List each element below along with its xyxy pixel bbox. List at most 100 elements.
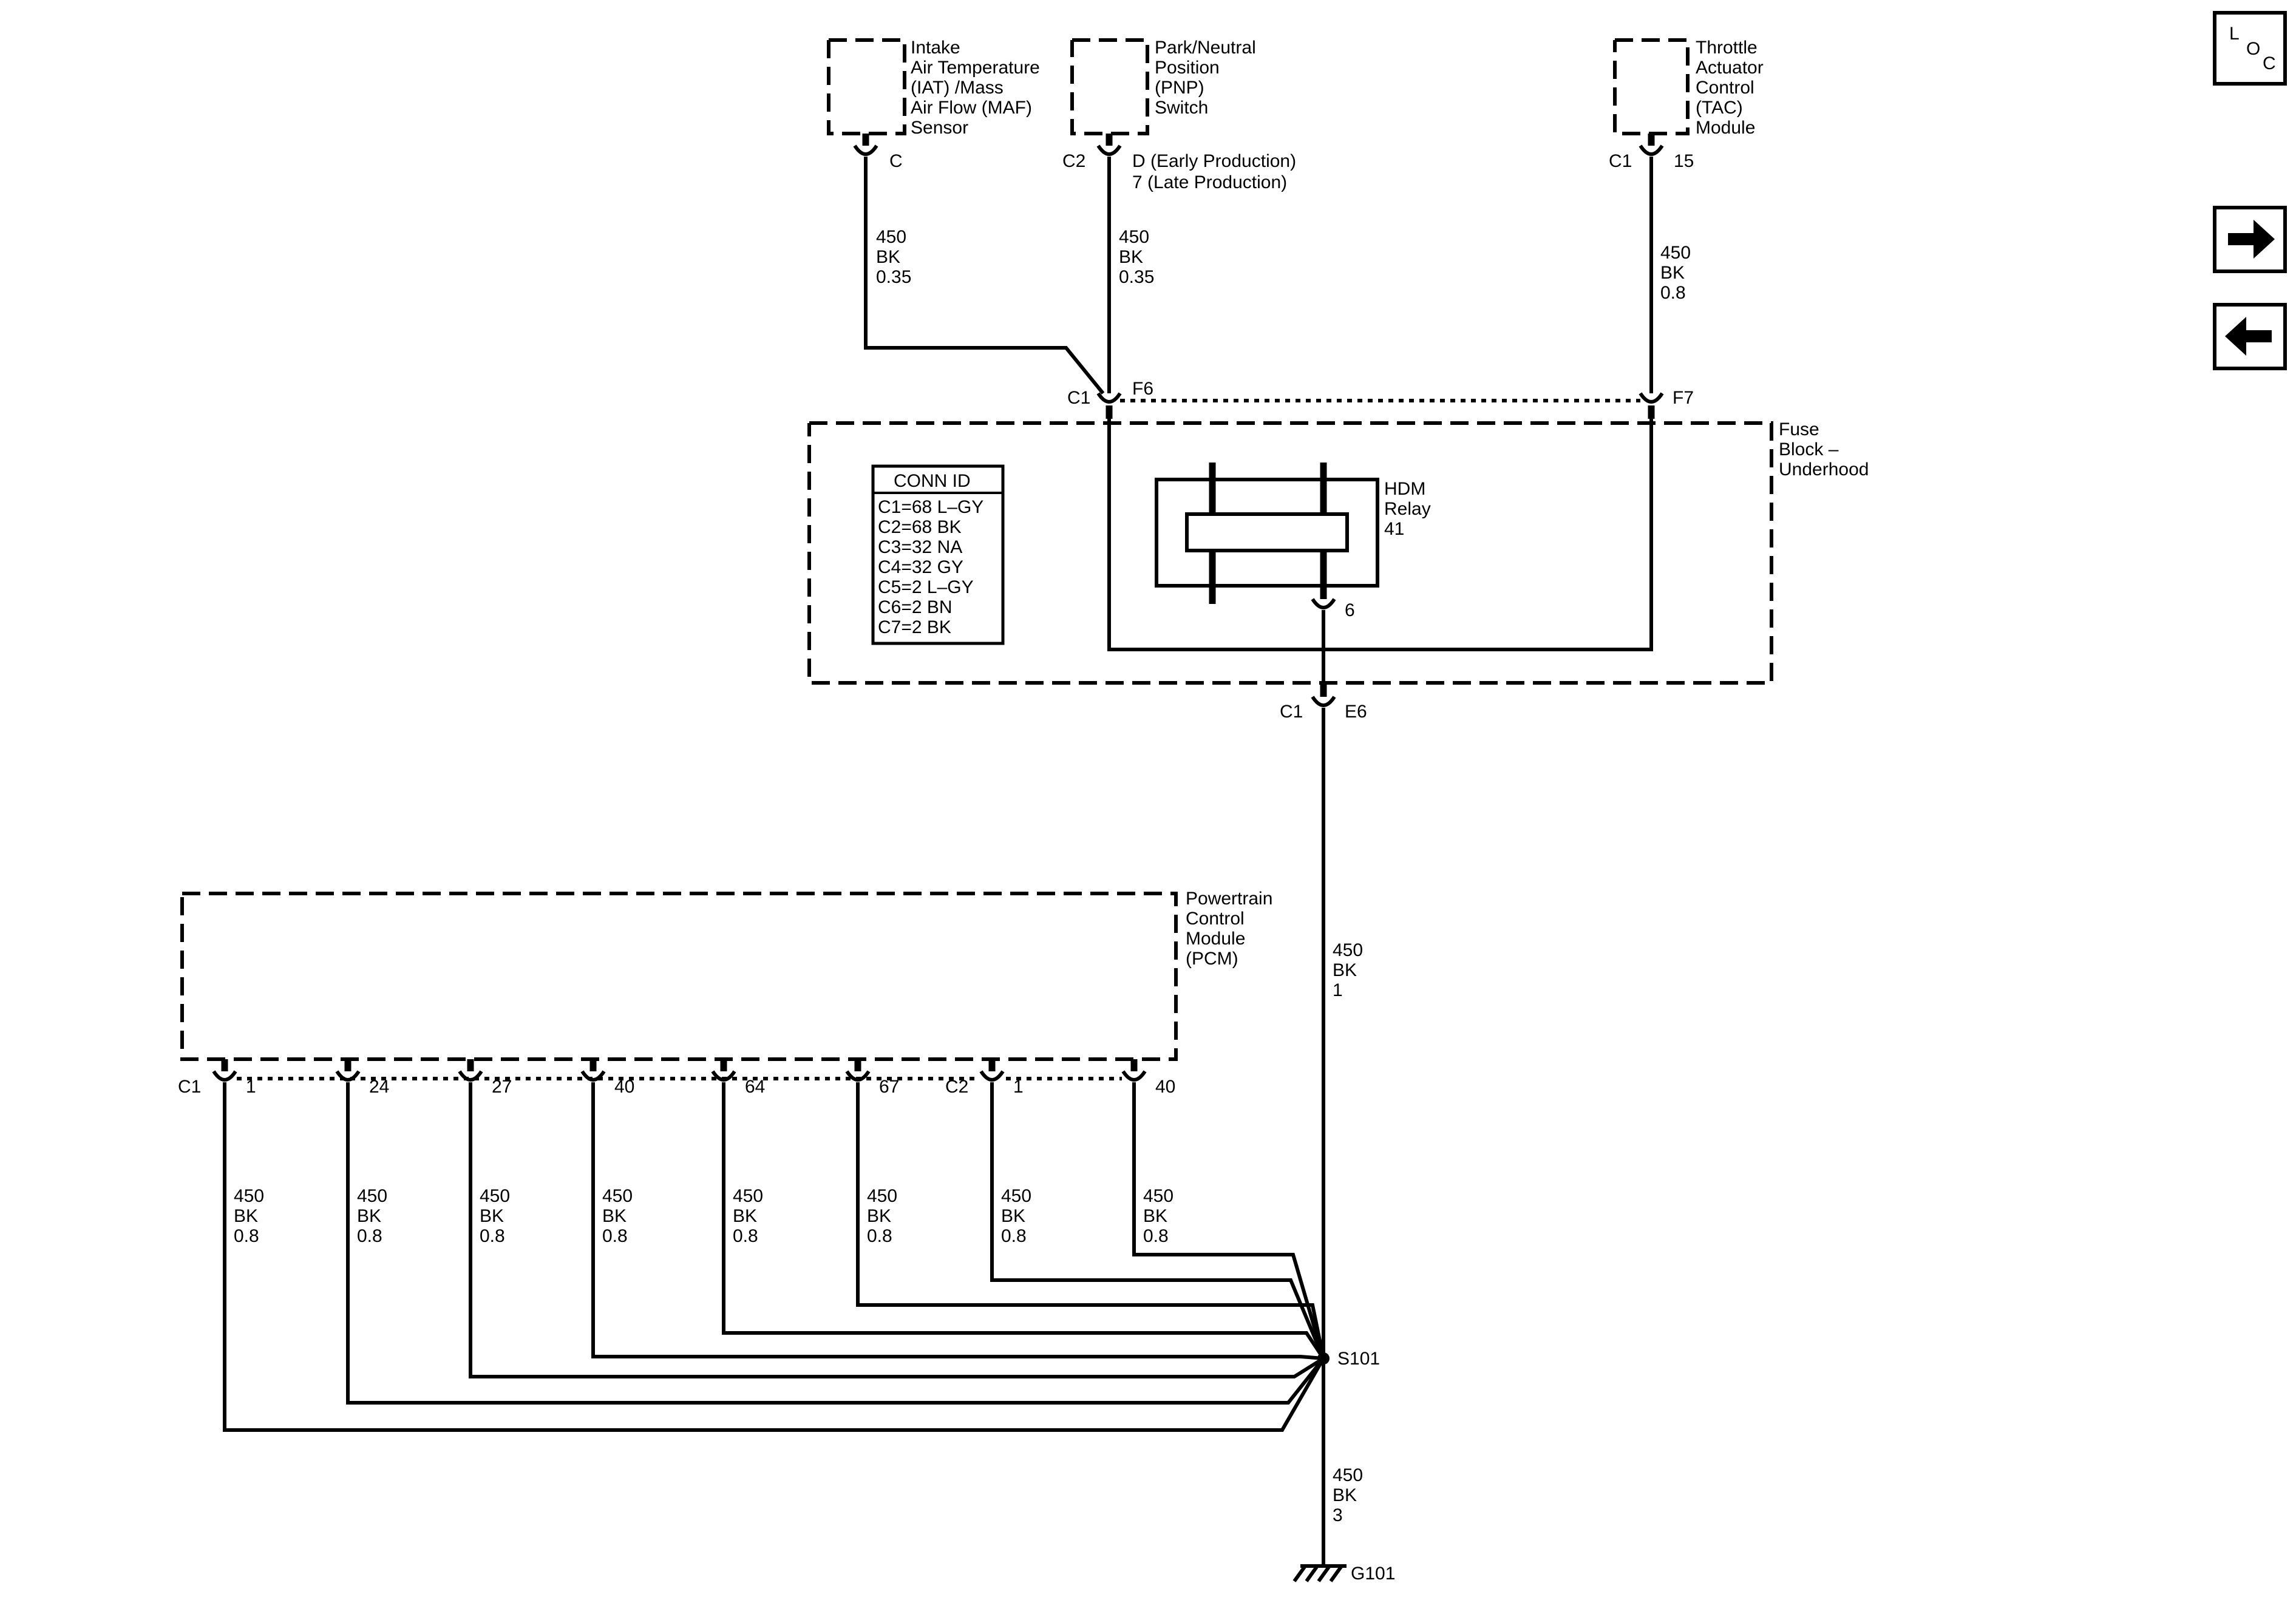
pin-label: 40	[1155, 1077, 1175, 1097]
pcm-pin: 40	[1121, 1059, 1175, 1097]
svg-text:450: 450	[1119, 227, 1149, 247]
wire-spec: 0.8	[480, 1226, 505, 1246]
label-line: Air Flow (MAF)	[911, 98, 1032, 118]
label-line: Module	[1696, 118, 1755, 138]
wire-spec: 450	[1001, 1186, 1031, 1206]
wire-spec: 0.8	[602, 1226, 628, 1246]
label-line: (PNP)	[1155, 78, 1204, 98]
conn-id-row: C6=2 BN	[878, 597, 953, 617]
wire-spec: BK	[357, 1206, 381, 1226]
component-label: Park/Neutral Position (PNP) Switch	[1155, 38, 1256, 118]
prev-button[interactable]	[2213, 303, 2287, 370]
conn-label: C1	[1609, 151, 1632, 171]
pcm-pin: 67	[845, 1059, 899, 1097]
label-line: Intake	[911, 38, 960, 58]
pin-label: 1	[246, 1077, 256, 1097]
label-line: 41	[1384, 519, 1404, 539]
arrow-left-icon	[2225, 317, 2272, 356]
loc-button[interactable]: L O C	[2213, 11, 2287, 86]
pin-label: 27	[492, 1077, 512, 1097]
svg-text:BK: BK	[1119, 247, 1143, 267]
wire-spec: 450	[1143, 1186, 1173, 1206]
pcm-pin: 64	[711, 1059, 765, 1097]
component-label: Powertrain Control Module (PCM)	[1186, 889, 1272, 969]
label-line: Fuse	[1779, 419, 1819, 439]
wire-spec: 0.8	[733, 1226, 758, 1246]
conn-label: C1	[1280, 702, 1303, 722]
svg-text:450: 450	[1333, 1465, 1363, 1485]
wire-spec: 450	[602, 1186, 633, 1206]
svg-text:BK: BK	[1333, 960, 1357, 980]
label-line: HDM	[1384, 479, 1425, 499]
pcm-wires: 450BK0.8450BK0.8450BK0.8450BK0.8450BK0.8…	[223, 1082, 1325, 1432]
wire-spec: BK	[1143, 1206, 1167, 1226]
label-line: (TAC)	[1696, 98, 1743, 118]
svg-text:0.35: 0.35	[1119, 267, 1154, 287]
label-line: Position	[1155, 58, 1220, 78]
splice-label: S101	[1337, 1349, 1380, 1369]
label-line: Control	[1696, 78, 1754, 98]
pnp-switch: Park/Neutral Position (PNP) Switch C2 D …	[1062, 38, 1296, 192]
loc-letter: C	[2263, 53, 2276, 73]
pin-label: 1	[1013, 1077, 1024, 1097]
iat-wire	[864, 157, 1105, 395]
svg-text:1: 1	[1333, 980, 1343, 1000]
label-line: Module	[1186, 929, 1245, 949]
conn-label: C1	[178, 1077, 201, 1097]
component-label: Throttle Actuator Control (TAC) Module	[1696, 38, 1764, 138]
pin-label: 40	[614, 1077, 634, 1097]
wire-spec: BK	[480, 1206, 504, 1226]
wire-spec: 0.8	[357, 1226, 382, 1246]
splice-s101: S101	[1317, 1349, 1380, 1369]
conn-id-row: C1=68 L–GY	[878, 497, 983, 517]
svg-text:0.8: 0.8	[1660, 283, 1686, 303]
label-line: Block –	[1779, 439, 1839, 459]
wire-spec-ground: 450 BK 3	[1333, 1465, 1363, 1525]
label-line: Throttle	[1696, 38, 1758, 58]
pin-label: 6	[1345, 600, 1355, 620]
wire-spec: 0.8	[1143, 1226, 1169, 1246]
label-line: Park/Neutral	[1155, 38, 1256, 58]
pin-label: 64	[745, 1077, 765, 1097]
label-line: Powertrain	[1186, 889, 1272, 909]
wire-spec: 0.8	[1001, 1226, 1027, 1246]
conn-label: C2	[1062, 151, 1085, 171]
label-line: Sensor	[911, 118, 968, 138]
pcm-pin: C1 1	[178, 1059, 256, 1097]
wire-spec: 0.8	[867, 1226, 892, 1246]
wire-spec: BK	[234, 1206, 258, 1226]
svg-text:450: 450	[876, 227, 906, 247]
pin-label: 15	[1674, 151, 1694, 171]
hdm-relay: 6 HDM Relay 41	[1155, 463, 1431, 620]
conn-id-row: C2=68 BK	[878, 517, 962, 537]
svg-text:BK: BK	[1660, 263, 1685, 283]
label-line: (PCM)	[1186, 949, 1238, 969]
pcm-pin: 27	[458, 1059, 512, 1097]
svg-text:450: 450	[1660, 243, 1691, 263]
pcm-pin: 24	[335, 1059, 389, 1097]
label-line: Control	[1186, 909, 1245, 929]
wire-spec: BK	[867, 1206, 891, 1226]
wire-spec-iat: 450 BK 0.35	[876, 227, 911, 287]
wire-spec: BK	[733, 1206, 757, 1226]
conn-id-title: CONN ID	[894, 471, 971, 491]
fuse-block-underhood: Fuse Block – Underhood C1 F6 F7 CONN ID …	[807, 379, 1869, 685]
connector-e6: C1 E6	[1280, 683, 1367, 722]
component-label: Intake Air Temperature (IAT) /Mass Air F…	[911, 38, 1040, 138]
next-button[interactable]	[2213, 206, 2287, 273]
pcm-pin: 40	[580, 1059, 634, 1097]
pin-label: 7 (Late Production)	[1132, 172, 1287, 192]
loc-letter: L	[2229, 24, 2240, 44]
tac-module: Throttle Actuator Control (TAC) Module C…	[1609, 38, 1764, 171]
pin-label: C	[889, 151, 903, 171]
conn-id-row: C5=2 L–GY	[878, 577, 974, 597]
conn-label: C1	[1067, 388, 1090, 408]
label-line: (IAT) /Mass	[911, 78, 1004, 98]
